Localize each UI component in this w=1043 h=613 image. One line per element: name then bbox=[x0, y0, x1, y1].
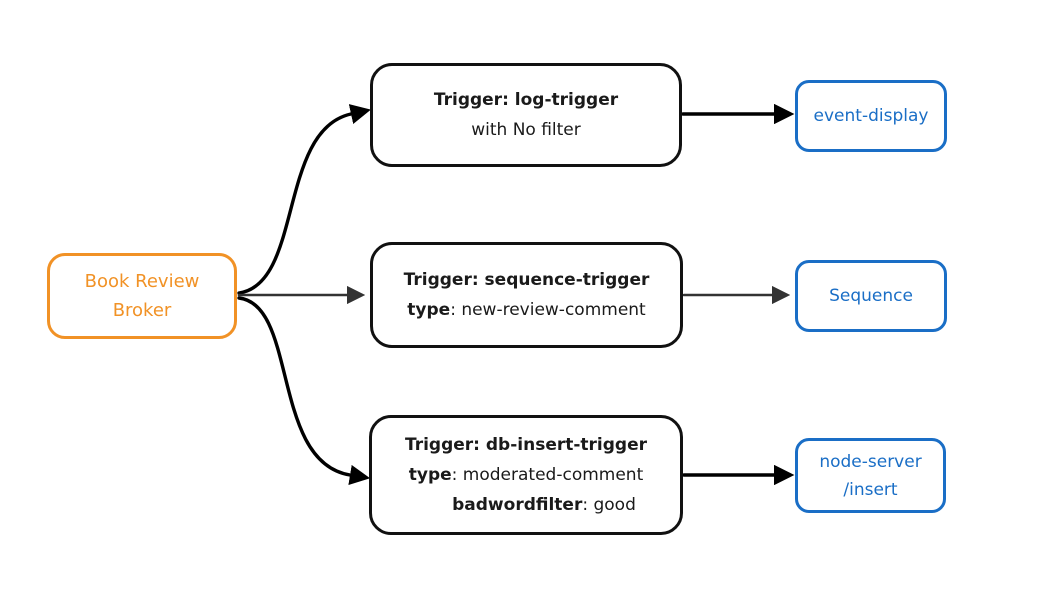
node-broker: Book Review Broker bbox=[47, 253, 237, 339]
broker-label-line2: Broker bbox=[112, 300, 172, 321]
node-trigger-db-insert: Trigger: db-insert-trigger type: moderat… bbox=[369, 415, 683, 535]
trigger-log-filter-note: with No filter bbox=[471, 120, 581, 140]
trigger-db-insert-attr2-value: : good bbox=[582, 495, 636, 515]
sink-node-server-label-line1: node-server bbox=[819, 451, 922, 472]
node-trigger-log: Trigger: log-trigger with No filter bbox=[370, 63, 682, 167]
trigger-db-insert-attr1-value: : moderated-comment bbox=[451, 465, 644, 485]
node-sink-sequence: Sequence bbox=[795, 260, 947, 332]
trigger-sequence-attr: type: new-review-comment bbox=[407, 295, 645, 325]
trigger-db-insert-title: Trigger: db-insert-trigger bbox=[404, 435, 648, 455]
node-sink-event-display: event-display bbox=[795, 80, 947, 152]
sink-sequence-label: Sequence bbox=[829, 286, 913, 306]
trigger-sequence-attr-key: type bbox=[407, 300, 451, 320]
trigger-db-insert-attr1: type: moderated-comment bbox=[409, 460, 644, 490]
edge-broker-to-db-insert-trigger bbox=[237, 296, 371, 486]
node-trigger-sequence: Trigger: sequence-trigger type: new-revi… bbox=[370, 242, 683, 348]
edge-broker-to-log-trigger bbox=[237, 104, 371, 295]
trigger-db-insert-attr2-key: badwordfilter bbox=[452, 495, 583, 515]
trigger-db-insert-attr1-key: type bbox=[408, 465, 452, 485]
trigger-sequence-attr-value: : new-review-comment bbox=[450, 300, 646, 320]
trigger-sequence-title: Trigger: sequence-trigger bbox=[403, 270, 650, 290]
node-sink-node-server: node-server /insert bbox=[795, 438, 946, 513]
trigger-log-title: Trigger: log-trigger bbox=[433, 90, 619, 110]
trigger-db-insert-attr2: badwordfilter: good bbox=[452, 490, 636, 520]
broker-label-line1: Book Review bbox=[84, 271, 200, 292]
sink-event-display-label: event-display bbox=[813, 106, 929, 126]
sink-node-server-label-line2: /insert bbox=[843, 479, 898, 500]
